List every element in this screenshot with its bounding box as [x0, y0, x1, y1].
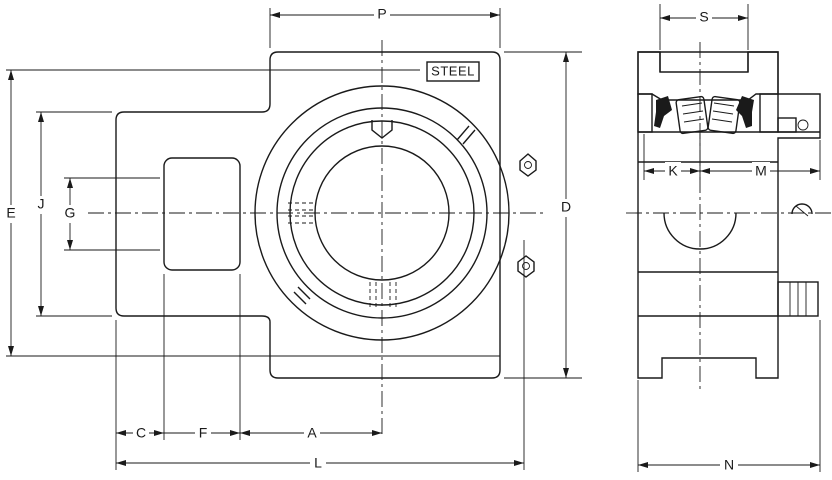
lock-tab	[371, 120, 393, 139]
steel-mark-text: STEEL	[431, 63, 475, 78]
grease-fitting-lower	[517, 255, 535, 278]
dimension-J: J	[33, 112, 49, 316]
front-extension-lines	[6, 8, 582, 470]
dimension-A: A	[240, 424, 382, 442]
dimension-E: E	[3, 70, 19, 356]
dimension-P: P	[270, 6, 500, 24]
dimension-label-S: S	[699, 9, 708, 25]
seal-right	[736, 96, 754, 128]
dimension-label-A: A	[307, 425, 317, 441]
dimension-N: N	[638, 456, 820, 474]
side-extension-lines	[637, 4, 821, 472]
dimension-label-K: K	[668, 163, 678, 179]
dimension-L: L	[116, 454, 524, 472]
side-view	[626, 42, 832, 390]
dimension-F: F	[164, 424, 240, 442]
grease-fitting-upper	[519, 153, 537, 177]
dimension-label-F: F	[199, 425, 208, 441]
dimension-label-L: L	[314, 455, 322, 471]
seal-left	[654, 96, 672, 128]
dimension-label-E: E	[6, 205, 15, 221]
dimension-label-C: C	[136, 425, 146, 441]
insert-section-hatch	[637, 51, 779, 101]
dimension-label-D: D	[561, 199, 571, 215]
dimension-label-J: J	[38, 196, 45, 212]
dimension-label-P: P	[377, 6, 386, 22]
slot-pad	[163, 157, 241, 271]
front-view: STEEL	[88, 40, 545, 435]
dimension-M: M	[700, 162, 820, 180]
dimensions: P E J G	[3, 6, 820, 474]
dimension-G: G	[62, 178, 78, 250]
roller-left	[675, 95, 709, 135]
housing-outline	[115, 51, 501, 379]
dimension-C: C	[116, 424, 164, 442]
dimension-S: S	[660, 9, 748, 27]
dimension-K: K	[644, 162, 700, 180]
roller-right	[707, 95, 741, 135]
dimension-label-M: M	[755, 163, 767, 179]
dimension-label-N: N	[724, 457, 734, 473]
dimension-D: D	[558, 52, 574, 378]
bore-half-circle	[663, 212, 737, 250]
dimension-label-G: G	[65, 205, 76, 221]
steel-mark-box	[426, 61, 480, 82]
